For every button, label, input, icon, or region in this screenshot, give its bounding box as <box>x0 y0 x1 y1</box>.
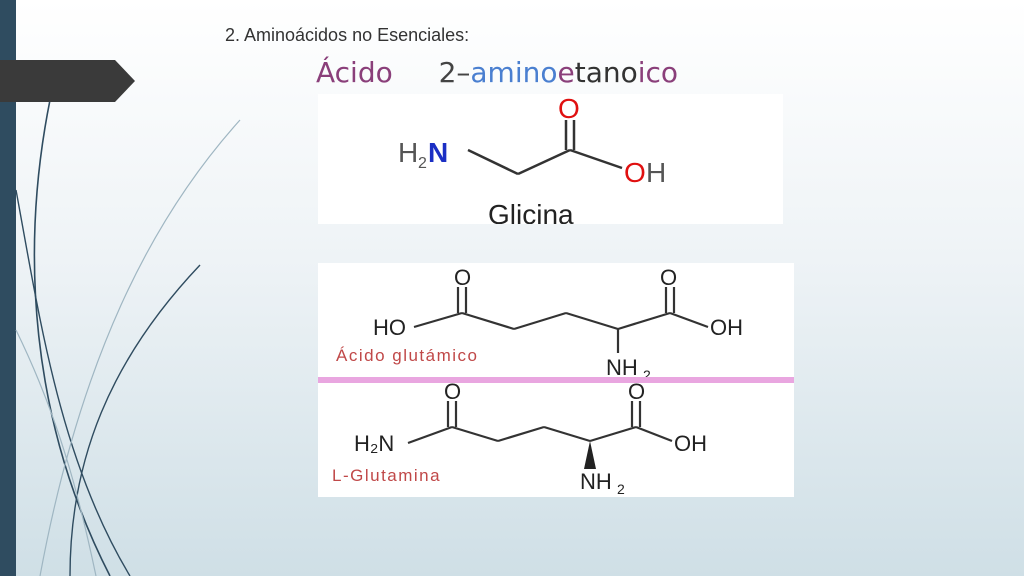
iupac-suffix: ico <box>637 56 679 89</box>
glutamic-left-ho: HO <box>373 315 406 340</box>
glycine-panel: H 2 N O O H Glicina <box>318 94 783 224</box>
glycine-amine-n: N <box>428 137 448 168</box>
glutamine-left-o: O <box>444 379 461 404</box>
glutamine-wedge-bond <box>584 441 596 469</box>
glutamine-amine: NH <box>580 469 612 494</box>
glycine-amine-subscript: 2 <box>418 155 427 172</box>
iupac-root: ano <box>585 56 638 89</box>
glutamic-amine-subscript: 2 <box>643 367 651 383</box>
glycine-bond-n-ca <box>467 148 519 176</box>
glutamine-structure: H₂N O O OH NH 2 L-Glutamina <box>332 379 707 497</box>
iupac-substituent: amino <box>470 56 558 89</box>
glycine-amine-h: H <box>398 137 418 168</box>
glutamic-acid-structure: HO O O OH NH 2 Ácido glutámico <box>336 265 743 383</box>
glutamate-glutamine-panel: HO O O OH NH 2 Ácido glutámico H₂N <box>318 263 794 497</box>
iupac-acid-word: Ácido <box>316 56 393 89</box>
glutamic-amine: NH <box>606 355 638 380</box>
glutamate-glutamine-structures: HO O O OH NH 2 Ácido glutámico H₂N <box>318 265 794 497</box>
glutamic-left-o: O <box>454 265 471 290</box>
glycine-hydroxyl-h: H <box>646 157 666 188</box>
glutamine-amine-subscript: 2 <box>617 481 625 497</box>
iupac-chain-t: t <box>574 56 586 89</box>
glycine-iupac-name: Ácido 2–aminoetanoico <box>316 56 786 92</box>
glycine-carbonyl-o: O <box>558 94 580 124</box>
iupac-locant: 2– <box>438 56 471 89</box>
slide-title: 2. Aminoácidos no Esenciales: <box>225 25 470 45</box>
glutamine-right-oh: OH <box>674 431 707 456</box>
glutamic-acid-name: Ácido glutámico <box>336 346 479 365</box>
left-accent-bar <box>0 0 16 576</box>
glycine-structure: H 2 N O O H Glicina <box>398 94 666 224</box>
glycine-name-label: Glicina <box>488 199 574 224</box>
glycine-hydroxyl-o: O <box>624 157 646 188</box>
glutamic-right-oh: OH <box>710 315 743 340</box>
glutamine-left-h2n: H₂N <box>354 431 394 456</box>
title-arrow-tab <box>0 60 135 102</box>
iupac-chain-e: e <box>557 56 575 89</box>
decorative-curves <box>15 99 241 576</box>
glutamine-name: L-Glutamina <box>332 466 441 485</box>
glycine-bond-c-oh <box>569 148 623 170</box>
glutamine-right-o: O <box>628 379 645 404</box>
glycine-bond-ca-c <box>517 148 571 176</box>
section-divider <box>318 377 794 383</box>
glutamic-right-o: O <box>660 265 677 290</box>
